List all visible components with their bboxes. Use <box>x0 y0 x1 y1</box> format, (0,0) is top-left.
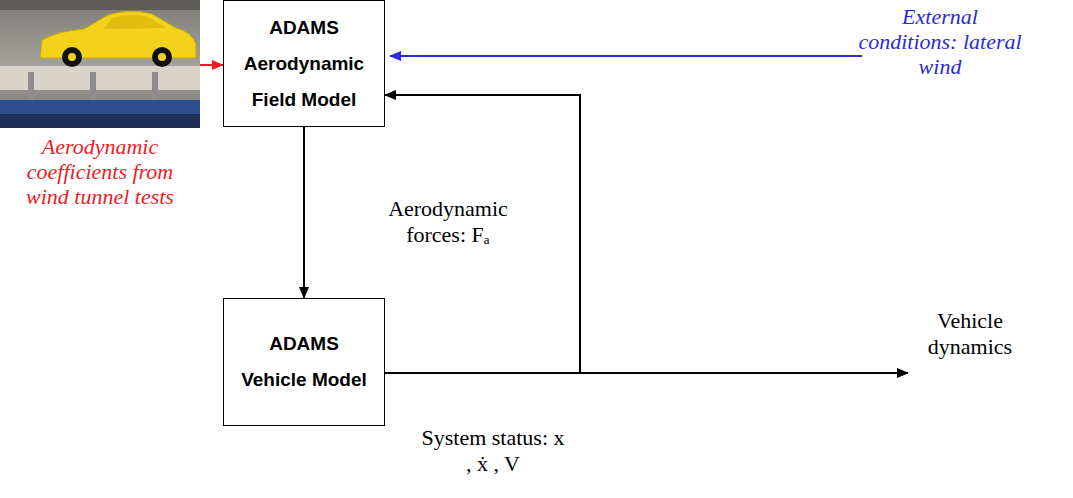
signal-name: System status: x , ẋ , V <box>418 425 568 477</box>
balance-rail <box>0 100 200 114</box>
process-box: ADAMS Aerodynamic Field Model <box>223 0 385 127</box>
photo-background <box>0 0 200 128</box>
output-name: Vehicle dynamics <box>912 308 1028 360</box>
support-post <box>90 72 96 102</box>
flow-arrow <box>200 64 223 66</box>
output-arrow <box>580 372 908 374</box>
car-model <box>40 11 196 58</box>
car-hub <box>68 53 76 61</box>
wind-input-arrow <box>390 55 862 57</box>
flow-arrow <box>385 95 580 373</box>
external-condition-text: External conditions: lateral wind <box>858 4 1022 79</box>
wind-tunnel-node: Aerodynamic coefficients from wind tunne… <box>0 0 200 128</box>
car-hub <box>158 53 166 61</box>
car-window <box>104 15 166 29</box>
car-wheel <box>62 47 82 67</box>
box-text: ADAMS Vehicle Model <box>240 326 368 398</box>
support-post <box>152 72 158 102</box>
edge-label: Aerodynamic forces: Fₐ <box>388 196 508 248</box>
photo-ceiling <box>0 0 200 10</box>
process-box: ADAMS Vehicle Model <box>223 298 385 426</box>
support-post <box>28 72 34 102</box>
box-text: ADAMS Aerodynamic Field Model <box>240 10 368 118</box>
flow-arrow <box>303 127 305 298</box>
photo-caption: Aerodynamic coefficients from wind tunne… <box>5 134 195 209</box>
car-wheel <box>152 47 172 67</box>
wind-tunnel-photo <box>0 0 200 128</box>
balance-base <box>0 114 200 128</box>
